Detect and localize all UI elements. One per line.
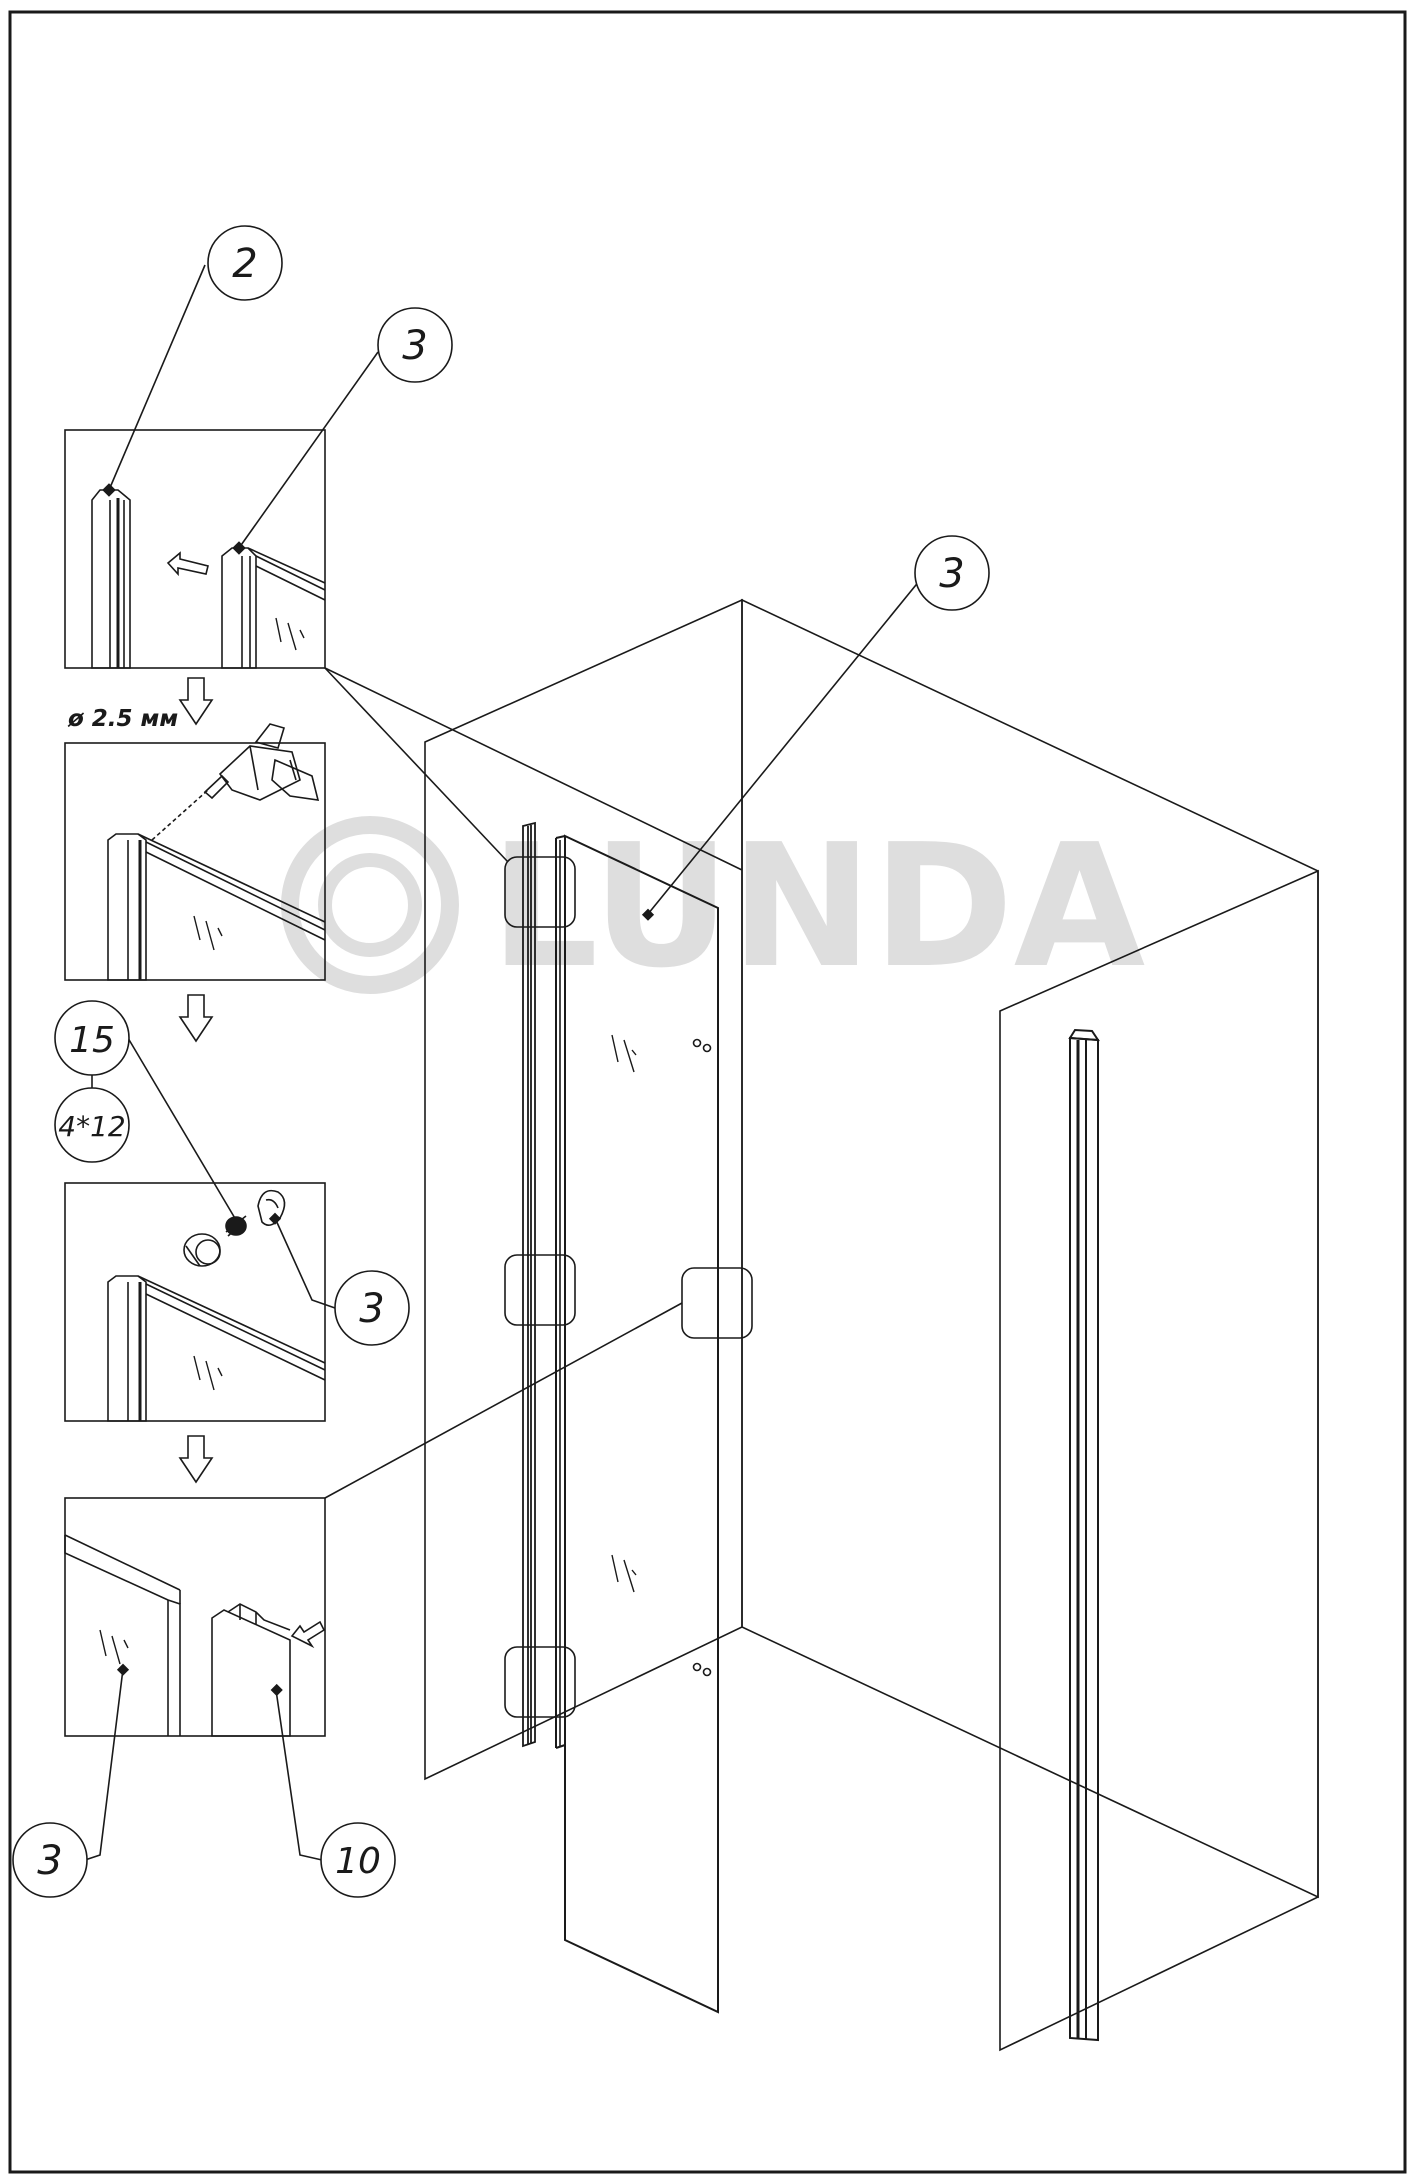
drill-dimension-label: ø 2.5 мм xyxy=(67,706,178,732)
watermark-ring-inner xyxy=(318,853,422,957)
callouts xyxy=(12,225,990,1898)
callout-3-step3-label: 3 xyxy=(359,1286,384,1332)
leader-step1-to-main xyxy=(324,667,509,863)
step2-frame xyxy=(64,742,326,981)
step1-frame xyxy=(64,429,326,669)
back-wall xyxy=(741,598,1319,1899)
screw-icon xyxy=(225,1215,247,1237)
callout-3-main xyxy=(914,535,990,611)
arrow-down-1 xyxy=(178,677,214,726)
callout-3-step3 xyxy=(334,1270,410,1346)
step2-detail xyxy=(64,723,326,981)
cover-cap-icon xyxy=(257,1189,286,1226)
callout-15-label: 15 xyxy=(69,1020,115,1061)
drawing-frame xyxy=(8,10,1407,2174)
callout-2 xyxy=(207,225,283,301)
arrow-down-2 xyxy=(178,994,214,1043)
callout-10-label: 10 xyxy=(335,1841,381,1882)
callout-3-step1 xyxy=(377,307,453,383)
drill-icon xyxy=(151,723,320,841)
step4-frame xyxy=(64,1497,326,1737)
callout-2-label: 2 xyxy=(232,241,257,287)
leader-step1-to-back-wall xyxy=(324,667,743,871)
glass-door-panel xyxy=(555,834,719,2014)
main-isometric-view xyxy=(324,598,1319,2052)
step3-frame xyxy=(64,1182,326,1422)
right-wall-profile xyxy=(1068,1028,1100,2042)
washer-icon xyxy=(183,1233,221,1267)
step1-detail xyxy=(64,429,326,669)
watermark-text: LUNDA xyxy=(490,808,1145,1006)
callout-4x12 xyxy=(54,1087,130,1163)
callout-3-main-label: 3 xyxy=(939,551,964,597)
callout-3-bottom-label: 3 xyxy=(37,1838,62,1884)
callout-labels: 2 3 3 15 4*12 3 3 10 xyxy=(37,241,964,1884)
step4-detail xyxy=(64,1497,326,1737)
zoom-box-bottom xyxy=(504,1646,576,1718)
watermark-ring-outer xyxy=(281,816,459,994)
callout-4x12-label: 4*12 xyxy=(58,1110,125,1143)
right-wall xyxy=(999,869,1319,2052)
step3-detail xyxy=(64,1182,326,1422)
left-wall-profile xyxy=(522,821,536,1748)
callout-10 xyxy=(320,1822,396,1898)
zoom-box-middle xyxy=(504,1254,576,1326)
left-wall xyxy=(424,598,743,1781)
watermark: LUNDA xyxy=(281,808,1145,1006)
callout-3-bottom xyxy=(12,1822,88,1898)
arrow-down-3 xyxy=(178,1435,214,1484)
zoom-box-top xyxy=(504,856,576,928)
callout-3-step1-label: 3 xyxy=(402,323,427,369)
leader-step4-to-door xyxy=(324,1302,683,1499)
